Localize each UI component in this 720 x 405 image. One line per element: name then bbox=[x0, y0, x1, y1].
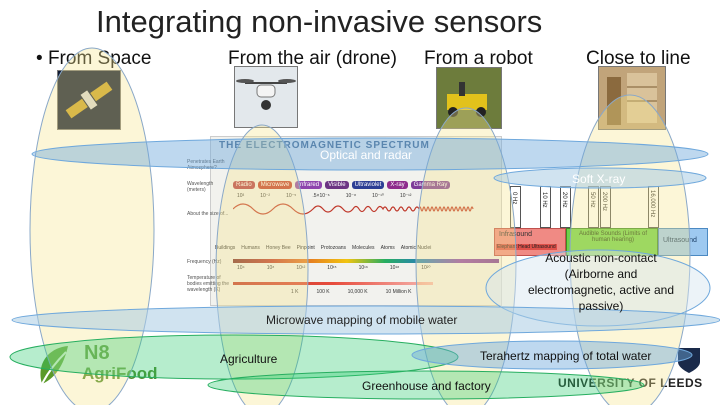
row-label-frequency: Frequency (Hz) bbox=[187, 259, 222, 265]
drone-photo bbox=[234, 66, 298, 128]
wavelength-xray: 10⁻¹⁰ bbox=[372, 193, 384, 199]
agriculture-label: Agriculture bbox=[220, 352, 278, 366]
leaf-icon bbox=[40, 346, 68, 385]
bullet-icon: • bbox=[36, 48, 43, 69]
tick-50hz: 50 Hz bbox=[589, 192, 595, 208]
frequency-4: 10¹⁶ bbox=[358, 265, 368, 271]
size-honey-bee: Honey Bee bbox=[265, 245, 291, 251]
temperature-1: 100 K bbox=[316, 289, 330, 295]
row-label-wavelength: Wavelength (meters) bbox=[187, 181, 214, 193]
acoustic-ticks: 0 Hz 10 Hz 20 Hz 50 Hz 200 Hz 16,000 Hz bbox=[508, 186, 708, 228]
temperature-2: 10,000 K bbox=[347, 289, 368, 295]
wavelength-visible: .5×10⁻⁶ bbox=[312, 193, 330, 199]
soft-xray-label: Soft X-ray bbox=[572, 172, 626, 186]
frequency-2: 10¹² bbox=[296, 265, 306, 271]
infrasound-sub-label: Elephant Head Ultrasound bbox=[496, 244, 557, 250]
tick-10hz: 10 Hz bbox=[541, 192, 547, 208]
crest-icon bbox=[678, 348, 700, 373]
frequency-0: 10⁴ bbox=[237, 265, 245, 271]
leeds-text: UNIVERSITY OF LEEDS bbox=[558, 376, 703, 390]
frequency-5: 10¹⁸ bbox=[389, 265, 400, 271]
tick-16000hz: 16,000 Hz bbox=[649, 190, 655, 218]
frequency-bar bbox=[233, 259, 499, 263]
audible-label: Audible Sounds (Limits of human hearing) bbox=[578, 231, 648, 243]
band-gamma: Gamma Ray bbox=[410, 181, 451, 189]
size-molecules: Molecules bbox=[352, 245, 375, 251]
tick-20hz: 20 Hz bbox=[561, 192, 567, 208]
microwave-label: Microwave mapping of mobile water bbox=[266, 313, 458, 327]
temperature-3: 10 Million K bbox=[385, 289, 412, 295]
satellite-icon bbox=[58, 71, 120, 129]
band-row: Radio Microwave Infrared Visible Ultravi… bbox=[233, 181, 451, 189]
band-ultraviolet: Ultraviolet bbox=[351, 181, 385, 189]
acoustic-label: Acoustic non-contact (Airborne and elect… bbox=[527, 251, 675, 313]
n8-line2: AgriFood bbox=[82, 364, 158, 383]
band-visible: Visible bbox=[325, 181, 349, 189]
header-space-group: • From Space bbox=[36, 48, 151, 70]
slide-title: Integrating non-invasive sensors bbox=[96, 4, 543, 39]
conveyor-icon bbox=[599, 67, 665, 129]
band-xray: X-ray bbox=[387, 181, 408, 189]
frequency-6: 10²⁰ bbox=[421, 265, 431, 271]
satellite-photo bbox=[57, 70, 121, 130]
temperature-bar bbox=[233, 282, 433, 285]
size-atomic-nuclei: Atomic Nuclei bbox=[400, 245, 432, 251]
size-humans: Humans bbox=[241, 245, 260, 251]
robot-photo bbox=[436, 67, 502, 129]
ultrasound-label: Ultrasound bbox=[663, 237, 697, 244]
wave-graphic bbox=[233, 203, 474, 215]
drone-icon bbox=[235, 67, 297, 127]
terahertz-label: Terahertz mapping of total water bbox=[480, 349, 652, 363]
greenhouse-label: Greenhouse and factory bbox=[362, 379, 491, 393]
temperature-0: 1 K bbox=[291, 289, 299, 295]
tick-0hz: 0 Hz bbox=[511, 192, 517, 205]
frequency-row: 10⁴ 10⁸ 10¹² 10¹⁵ 10¹⁶ 10¹⁸ 10²⁰ bbox=[237, 265, 430, 271]
robot-icon bbox=[437, 68, 501, 128]
size-pinpoint: Pinpoint bbox=[296, 245, 315, 251]
band-infrared: Infrared bbox=[295, 181, 323, 189]
header-close-to-line: Close to line bbox=[586, 48, 691, 69]
header-from-space: From Space bbox=[47, 48, 152, 69]
size-row: Buildings Humans Honey Bee Pinpoint Prot… bbox=[215, 245, 431, 251]
wavelength-gamma: 10⁻¹² bbox=[399, 193, 412, 199]
row-label-penetrates: Penetrates Earth Atmosphere? bbox=[187, 159, 225, 171]
wavelength-ultraviolet: 10⁻⁸ bbox=[345, 193, 357, 199]
size-atoms: Atoms bbox=[380, 245, 395, 251]
size-protozoans: Protozoans bbox=[320, 245, 347, 251]
n8-agrifood-logo: N8 AgriFood bbox=[36, 340, 166, 390]
optical-radar-label: Optical and radar bbox=[320, 148, 413, 162]
band-microwave: Microwave bbox=[257, 181, 293, 189]
temperature-row: 1 K 100 K 10,000 K 10 Million K bbox=[291, 289, 411, 295]
header-from-robot: From a robot bbox=[424, 48, 533, 69]
band-radio: Radio bbox=[233, 181, 255, 189]
frequency-1: 10⁸ bbox=[266, 265, 275, 271]
n8-line1: N8 bbox=[84, 342, 110, 364]
frequency-3: 10¹⁵ bbox=[327, 265, 337, 271]
row-label-temperature: Temperature of bodies emitting the wavel… bbox=[187, 275, 229, 293]
size-buildings: Buildings bbox=[215, 245, 236, 251]
header-from-air: From the air (drone) bbox=[228, 48, 397, 69]
tick-200hz: 200 Hz bbox=[601, 192, 607, 212]
production-line-photo bbox=[598, 66, 666, 130]
row-label-size: About the size of... bbox=[187, 211, 229, 217]
infrasound-label: Infrasound bbox=[499, 231, 533, 238]
